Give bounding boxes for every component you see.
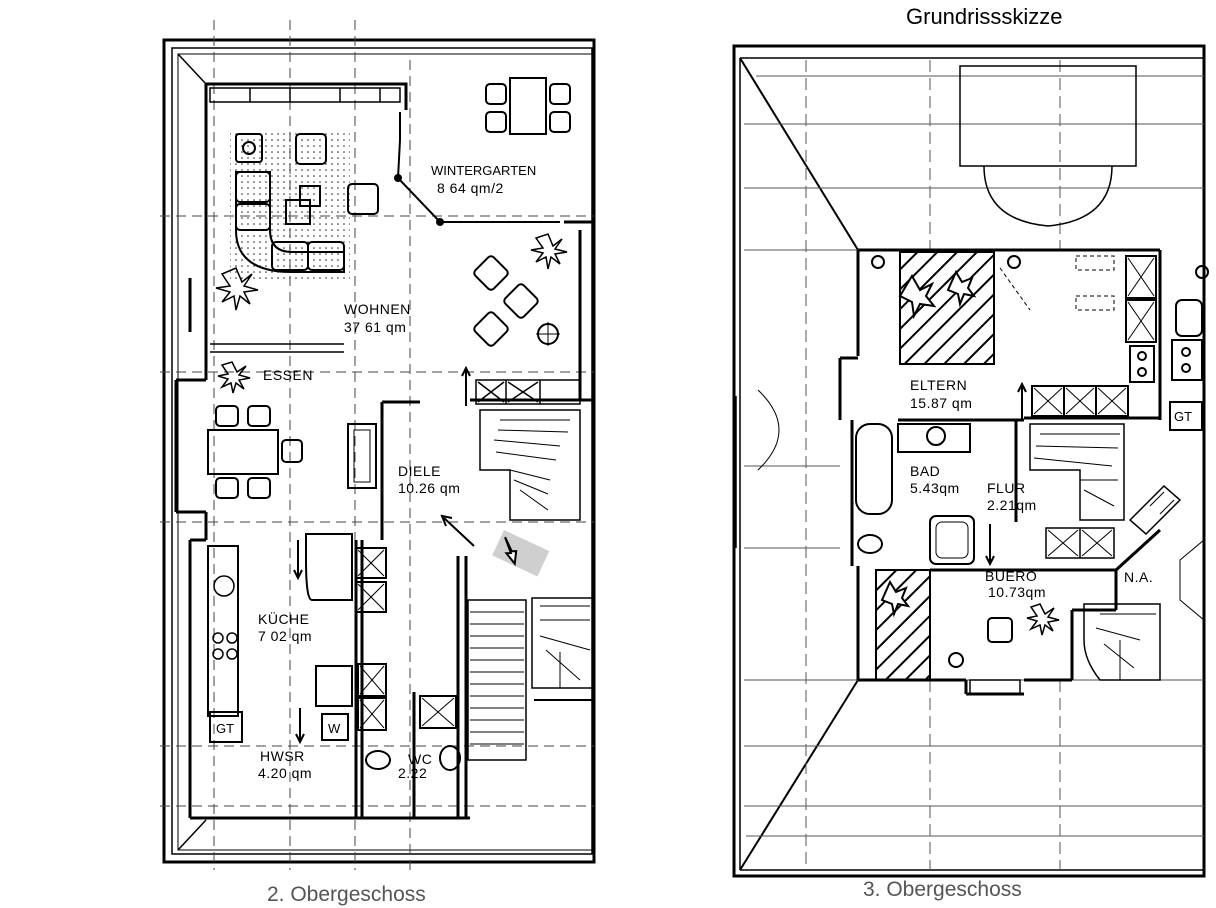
staircase-2og <box>467 379 595 761</box>
room-name-buero: BUERO <box>985 568 1037 584</box>
room-area-diele: 10.26 qm <box>398 480 460 496</box>
windows-top-2og <box>209 87 401 103</box>
room-area-bad: 5.43qm <box>910 480 960 496</box>
staircase-3og <box>1029 423 1205 681</box>
room-area-wintergarten: 8 64 qm/2 <box>437 180 504 196</box>
room-labels-3og: ELTERN 15.87 qm BAD 5.43qm FLUR 2.21qm B… <box>910 377 1192 600</box>
room-area-wohnen: 37 61 qm <box>344 319 406 335</box>
room-name-kueche: KÜCHE <box>258 610 310 627</box>
lounge-chairs-2og <box>473 255 560 347</box>
appliance-label-gt: GT <box>216 721 234 736</box>
room-name-eltern: ELTERN <box>910 377 967 393</box>
wc-fixtures-2og <box>365 745 461 771</box>
room-name-bad: BAD <box>910 463 940 479</box>
room-name-hwsr: HWSR <box>260 748 305 764</box>
sofa-2og <box>235 171 345 273</box>
room-labels-2og: WINTERGARTEN 8 64 qm/2 WOHNEN 37 61 qm E… <box>216 163 536 781</box>
room-name-na: N.A. <box>1124 569 1153 585</box>
wintergarten-table <box>485 77 571 135</box>
grid-lines-2og <box>160 20 594 870</box>
plant-icon <box>215 233 568 394</box>
floor-plan-2og <box>160 20 596 870</box>
appliance-label-gt-3og: GT <box>1174 409 1192 424</box>
inner-walls-3og <box>838 248 1162 696</box>
wintergarten-wall <box>394 112 560 226</box>
room-area-flur: 2.21qm <box>987 497 1037 513</box>
appliance-label-w: W <box>328 721 341 736</box>
hallway-cabinet-2og <box>347 423 377 489</box>
door-arrows-2og <box>293 365 475 745</box>
page-title: Grundrissskizze <box>906 4 1063 29</box>
room-area-eltern: 15.87 qm <box>910 395 972 411</box>
floor-caption-3og: 3. Obergeschoss <box>863 878 1022 901</box>
outer-walls-3og <box>732 44 1206 878</box>
floor-caption-2og: 2. Obergeschoss <box>267 883 426 906</box>
entrance-icon <box>492 530 550 577</box>
dormer-window <box>735 65 1137 548</box>
room-name-essen: ESSEN <box>263 367 313 383</box>
room-area-kueche: 7 02 qm <box>258 628 312 644</box>
bed-3og <box>871 251 1115 365</box>
room-name-diele: DIELE <box>398 463 441 479</box>
room-name-flur: FLUR <box>987 480 1026 496</box>
office-furniture-3og <box>875 569 1060 695</box>
armchairs-2og <box>235 133 379 225</box>
room-name-wc: WC <box>408 751 432 767</box>
room-name-wohnen: WOHNEN <box>344 301 411 317</box>
utility-room-appliances-2og <box>315 663 457 741</box>
floor-plan-3og <box>732 44 1209 878</box>
outer-walls-2og <box>162 38 596 864</box>
room-area-hwsr: 4.20 qm <box>258 765 312 781</box>
bathroom-fixtures-3og <box>855 423 975 565</box>
roof-grid-3og <box>744 60 1204 870</box>
wardrobe-3og <box>1031 255 1209 431</box>
kitchen-units-2og <box>207 533 387 743</box>
room-name-wintergarten: WINTERGARTEN <box>431 163 536 178</box>
room-area-buero: 10.73qm <box>988 584 1046 600</box>
door-arrows-3og <box>985 381 1027 567</box>
room-area-wc: 2.22 <box>398 765 427 781</box>
dining-table-2og <box>207 405 303 499</box>
